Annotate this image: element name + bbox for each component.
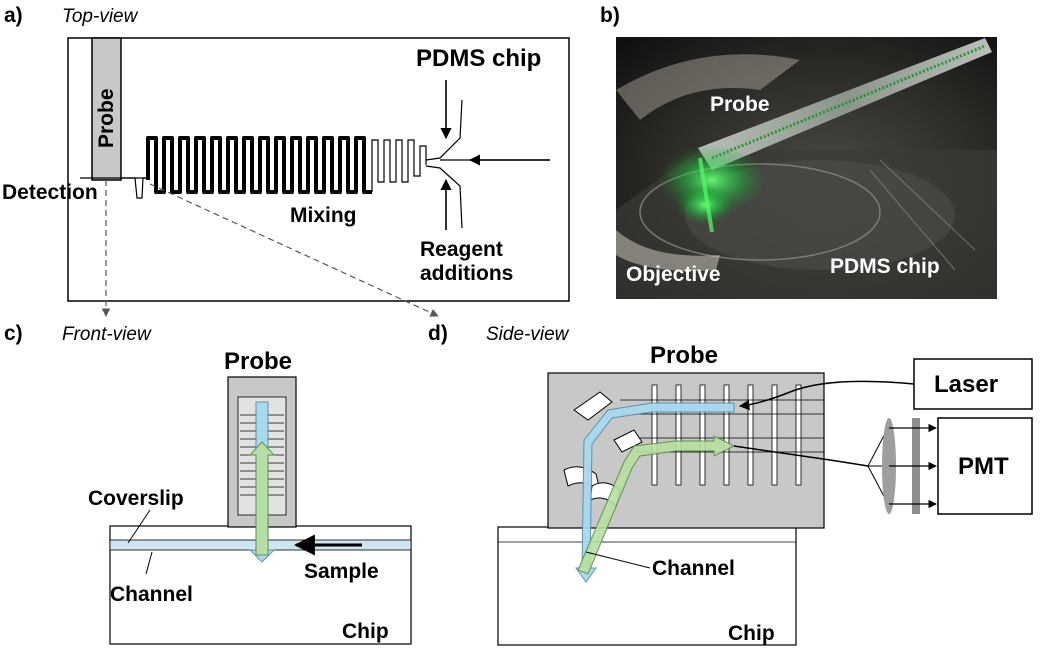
laser-label: Laser [934,371,998,398]
photo-pdms-label: PDMS chip [830,255,940,278]
front-chip-label: Chip [342,620,389,643]
thin-serpentine [371,139,427,192]
reagent-junction [425,99,463,161]
pmt-box [937,417,1033,515]
detection-label: Detection [2,181,98,204]
device-photo [616,37,997,299]
sample-label: Sample [304,560,379,583]
reagent-label-2: additions [420,262,513,285]
panel-d: d) Side-view [428,322,1033,646]
top-view-probe [91,37,122,181]
panel-c-letter: c) [4,322,23,345]
panel-b-letter: b) [600,4,620,27]
panel-d-view: Side-view [486,324,570,345]
side-channel-label: Channel [652,557,735,580]
side-channel-leader [585,551,651,569]
photo-probe-label: Probe [710,93,770,116]
panel-d-letter: d) [428,322,448,345]
panel-c-view: Front-view [62,324,152,345]
top-view-probe-label: Probe [95,88,118,148]
photo-objective-label: Objective [626,263,721,286]
coverslip-leader [127,509,151,544]
channel-leader [145,551,153,575]
panel-a: a) Top-view Probe PDMS chip Detection Mi… [2,4,570,317]
front-channel-label: Channel [110,583,193,606]
mixing-serpentine [146,136,372,194]
top-view-pdms-label: PDMS chip [416,45,541,72]
panel-a-view: Top-view [62,6,139,27]
laser-fiber [738,380,915,411]
panel-b: b) Probe Objective PDMS chip [600,4,997,299]
side-excitation-arrow [575,402,735,583]
front-probe-label: Probe [224,348,292,375]
side-chip-label: Chip [728,622,775,645]
mixing-label: Mixing [290,204,357,227]
side-probe-label: Probe [650,342,718,369]
side-probe-grating [651,384,802,486]
panel-c: c) Front-view Probe [4,322,412,645]
pmt-fiber [733,445,869,467]
laser-box [913,358,1033,410]
panel-a-letter: a) [4,4,23,27]
side-chip [497,526,797,646]
coverslip-label: Coverslip [88,487,184,510]
side-emission-arrow [577,435,736,575]
reagent-label-1: Reagent [420,238,503,261]
projection-side [149,183,439,317]
pmt-label: PMT [958,453,1009,480]
front-emission-arrow [248,441,276,556]
top-view-frame [67,37,570,302]
detection-step [122,177,148,199]
